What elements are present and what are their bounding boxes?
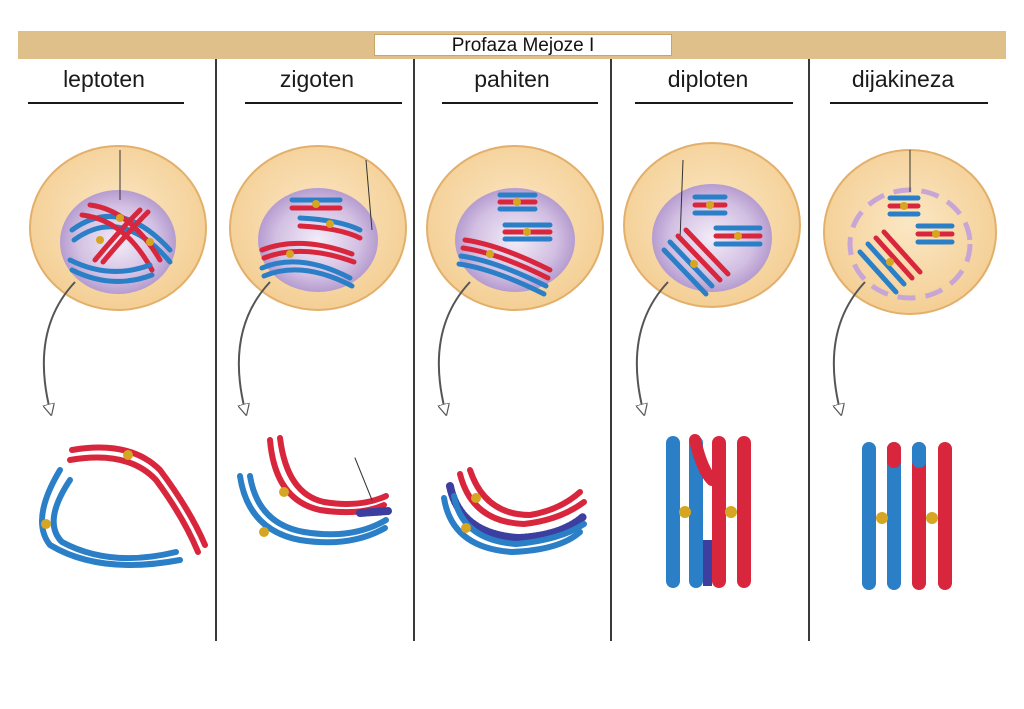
- stage-label-pahiten: pahiten: [474, 66, 550, 92]
- detail-pahiten: [441, 467, 588, 556]
- stage-divider: [413, 59, 415, 641]
- zoom-arrow: [44, 281, 866, 410]
- stage-label-zigoten: zigoten: [279, 66, 355, 92]
- stage-label-dijakineza: dijakineza: [851, 66, 955, 92]
- cell-pahiten: [426, 145, 604, 311]
- detail-diploten: [666, 434, 751, 588]
- diagram-title: Profaza Mejoze I: [374, 34, 672, 56]
- stage-divider: [215, 59, 217, 641]
- detail-leptoten: [39, 444, 208, 568]
- detail-zigoten: [237, 435, 392, 546]
- stage-underline: [28, 102, 184, 104]
- detail-dijakineza: [862, 442, 952, 590]
- stage-divider: [808, 59, 810, 641]
- cell-leptoten: [29, 145, 207, 311]
- stage-underline: [442, 102, 598, 104]
- stage-underline: [830, 102, 988, 104]
- stage-label-leptoten: leptoten: [63, 66, 145, 92]
- stage-divider: [610, 59, 612, 641]
- stage-label-diploten: diploten: [667, 66, 749, 92]
- cell-diploten: [623, 142, 801, 308]
- cell-zigoten: [229, 145, 407, 311]
- cell-dijakineza: [823, 149, 997, 315]
- stage-underline: [245, 102, 402, 104]
- stage-underline: [635, 102, 793, 104]
